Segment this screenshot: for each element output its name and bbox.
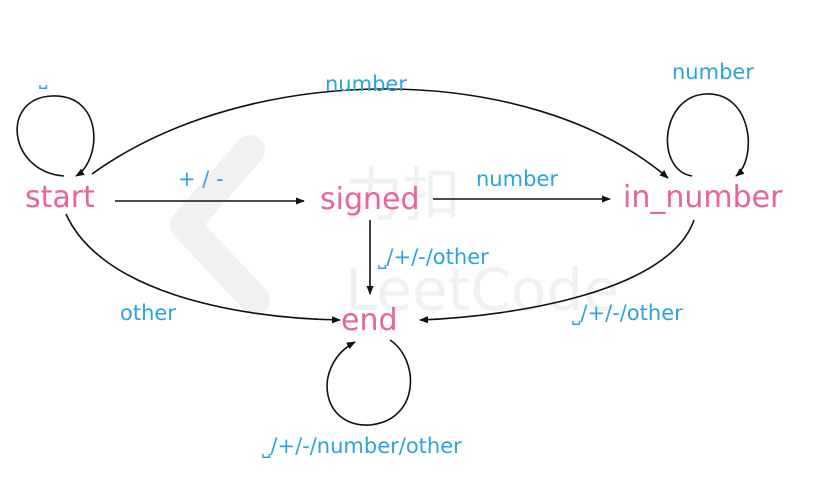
label-start-to-in-number: number (325, 72, 407, 96)
edge-start-to-in-number (91, 88, 669, 179)
edge-in-number-self-loop (666, 93, 750, 177)
edge-in-number-to-end (419, 219, 695, 324)
edge-end-self-loop (326, 339, 412, 426)
leetcode-logo-icon (170, 135, 270, 315)
state-start: start (25, 180, 95, 215)
label-start-to-end: other (120, 301, 176, 325)
label-start-self: ⎵ (39, 65, 48, 89)
edge-start-to-end (65, 213, 341, 324)
label-in-number-self: number (672, 60, 754, 84)
label-signed-to-in-number: number (476, 167, 558, 191)
state-in-number: in_number (623, 180, 783, 215)
edge-start-self-loop (16, 95, 95, 177)
state-signed: signed (320, 182, 420, 217)
label-signed-to-end: ⎵/+/-/other (378, 245, 489, 269)
label-end-self: ⎵/+/-/number/other (262, 434, 462, 458)
watermark-logo-text: 力扣 (345, 161, 461, 229)
watermark-logo: 力扣 LeetCode (170, 135, 619, 324)
watermark-logo-subtext: LeetCode (345, 256, 619, 324)
label-in-number-to-end: ⎵/+/-/other (572, 301, 683, 325)
label-start-to-signed: + / - (178, 167, 224, 191)
state-end: end (341, 303, 398, 338)
